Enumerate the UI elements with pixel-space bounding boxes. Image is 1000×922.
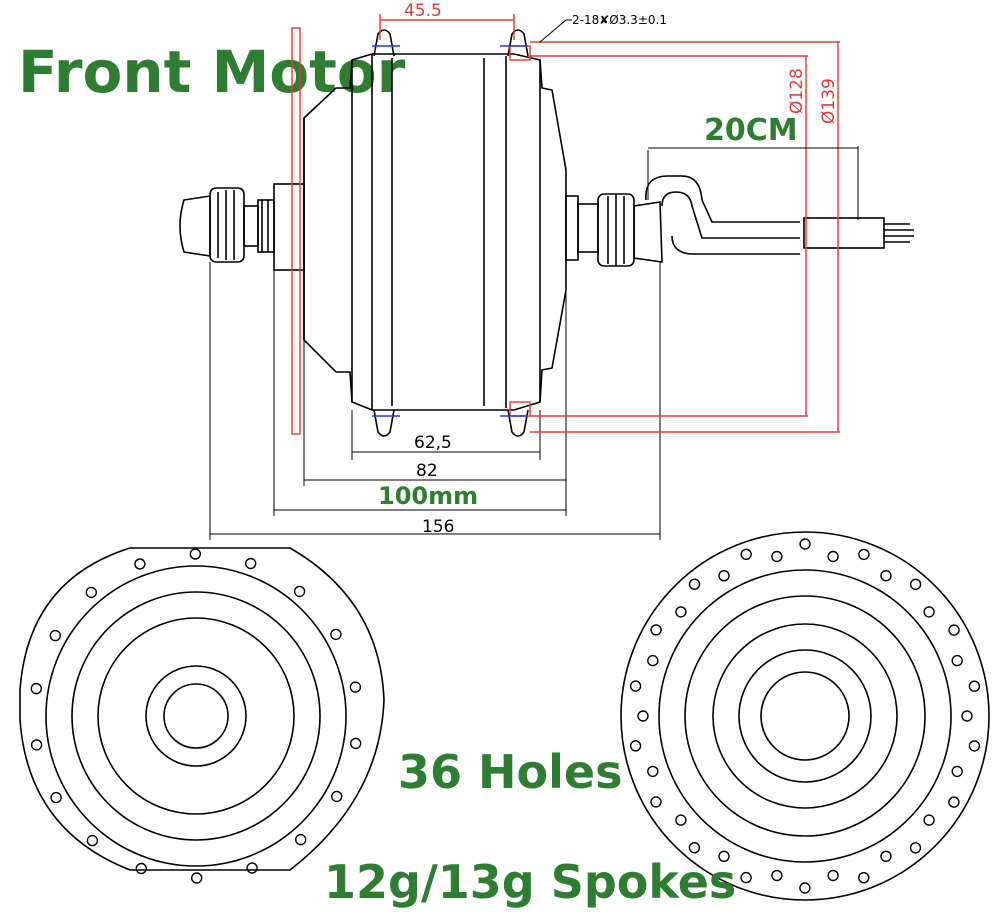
spoke-hole	[30, 739, 43, 751]
spoke-hole	[740, 548, 752, 560]
side-view	[179, 29, 914, 437]
dim-body-width: 82	[416, 461, 438, 481]
spoke-hole	[647, 765, 659, 778]
spoke-hole	[629, 740, 642, 752]
spoke-hole	[675, 606, 687, 618]
spoke-hole	[244, 557, 257, 570]
spoke-hole	[951, 654, 963, 667]
spoke-hole	[718, 570, 730, 582]
spoke-hole	[948, 624, 960, 636]
spoke-hole	[951, 765, 963, 778]
spoke-hole	[331, 790, 343, 803]
dim-pcd-outer: Ø139	[819, 78, 839, 124]
spoke-hole	[968, 680, 981, 692]
spoke-hole	[349, 681, 362, 693]
spoke-hole	[858, 872, 870, 884]
spoke-hole	[295, 833, 307, 846]
spoke-hole	[771, 869, 783, 882]
right-collar	[565, 195, 579, 261]
spoke-hole	[650, 624, 662, 636]
spoke-hole	[923, 606, 935, 618]
dim-cable-length: 20CM	[704, 113, 798, 148]
spoke-hole	[880, 850, 892, 862]
cable	[645, 175, 914, 255]
axle-centerlines	[209, 146, 859, 540]
spoke-hole	[49, 629, 61, 642]
left-spoke-holes	[30, 548, 362, 884]
spoke-hole	[799, 882, 811, 894]
spoke-hole	[650, 796, 662, 808]
spoke-hole	[961, 710, 973, 722]
dim-pcd-inner: Ø128	[787, 68, 807, 114]
spoke-hole	[30, 682, 42, 695]
spoke-hole	[909, 842, 922, 854]
spoke-hole	[629, 680, 642, 692]
dim-axle-length: 156	[422, 517, 454, 537]
dim-dropout-spacing: 100mm	[378, 482, 478, 510]
spoke-hole	[799, 538, 811, 550]
spoke-hole	[134, 558, 146, 570]
spoke-hole	[827, 869, 839, 882]
spokes-label: 12g/13g Spokes	[324, 855, 736, 909]
dim-shell-width: 62,5	[414, 433, 452, 453]
spoke-hole	[86, 834, 99, 847]
right-spoke-holes	[629, 538, 981, 894]
holes-label: 36 Holes	[398, 745, 622, 799]
spoke-hole	[771, 550, 783, 563]
spoke-hole	[350, 737, 362, 750]
spoke-hole	[293, 585, 306, 598]
left-flange-view	[19, 547, 385, 871]
spoke-hole	[688, 842, 701, 854]
spoke-hole	[190, 872, 203, 884]
spoke-hole	[923, 814, 935, 826]
spoke-hole	[330, 628, 342, 641]
left-axle-nut	[179, 187, 275, 263]
dim-flange-spacing: 45.5	[404, 1, 442, 21]
spoke-hole	[246, 862, 258, 874]
spoke-hole	[50, 791, 62, 804]
dim-hole-spec: 2-18✘Ø3.3±0.1	[572, 13, 667, 27]
spoke-hole	[740, 871, 752, 884]
spoke-hole	[675, 814, 687, 826]
dimension-lines	[210, 19, 858, 535]
spoke-hole	[968, 740, 981, 752]
spoke-hole	[135, 862, 148, 875]
right-flange-view	[620, 531, 990, 901]
title: Front Motor	[18, 38, 406, 106]
spoke-hole	[880, 570, 892, 582]
right-axle-nut	[577, 193, 663, 267]
spoke-hole	[718, 850, 730, 862]
flange-markers	[291, 14, 840, 435]
spoke-hole	[85, 586, 98, 599]
spoke-hole	[909, 578, 922, 590]
spoke-hole	[637, 710, 649, 722]
spoke-hole	[189, 548, 202, 560]
spoke-hole	[647, 654, 659, 667]
spoke-hole	[858, 548, 870, 561]
spoke-hole	[688, 578, 701, 590]
spoke-hole	[948, 796, 960, 808]
hole-markers	[372, 45, 528, 417]
spoke-hole	[827, 550, 839, 563]
